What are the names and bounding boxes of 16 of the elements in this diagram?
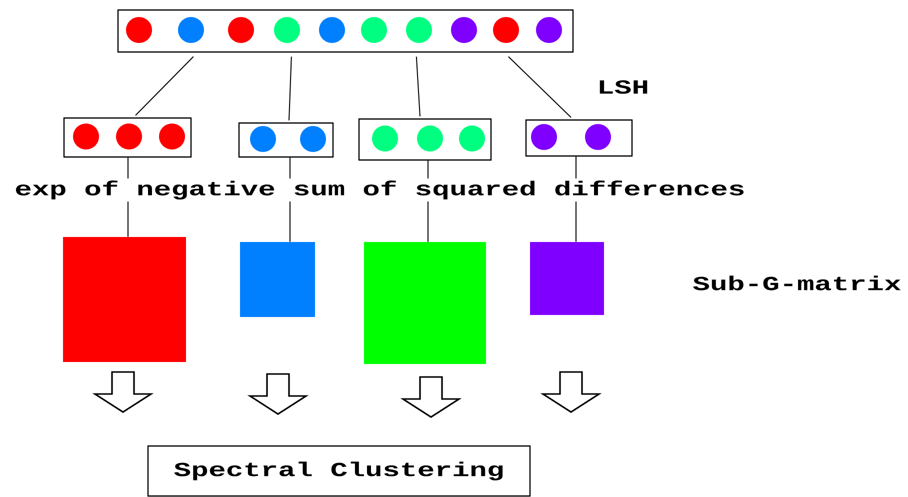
connector-line [288, 56, 292, 121]
connector-line [508, 56, 572, 118]
formula-text: exp of negative sum of squared differences [12, 178, 748, 202]
block-arrow [400, 376, 462, 418]
matrix-square [530, 242, 604, 315]
connector-line [416, 56, 420, 117]
block-arrow [92, 371, 154, 413]
matrix-square [63, 237, 186, 362]
connector-line [135, 56, 194, 116]
matrix-square [240, 242, 315, 317]
label: LSH [594, 78, 652, 96]
block-arrow [247, 373, 309, 415]
block-arrow [540, 371, 602, 413]
process-box: Spectral Clustering [147, 445, 531, 497]
label: Sub-G-matrix [690, 274, 904, 292]
matrix-square [364, 242, 486, 364]
